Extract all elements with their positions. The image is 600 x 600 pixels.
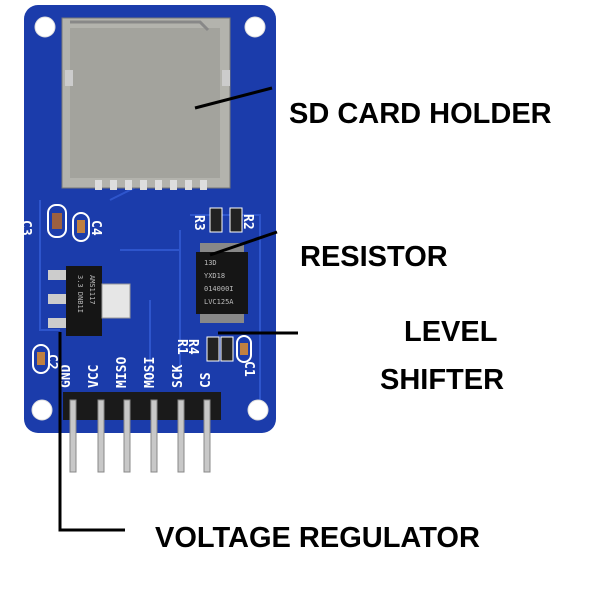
annotation-resistor: RESISTOR [300, 241, 448, 273]
label-r2: R2 [240, 214, 255, 230]
voltage-regulator: AMS1117 3.3 DNB1I [48, 266, 131, 336]
annotation-sd-card-holder: SD CARD HOLDER [289, 98, 552, 130]
chip-marking: 13D [204, 259, 217, 267]
pin-label-vcc: VCC [87, 365, 102, 388]
pin-label-sck: SCK [171, 364, 186, 388]
pin-header [63, 392, 221, 473]
leader-lines [58, 86, 298, 532]
label-c1: C1 [241, 361, 256, 377]
annotation-voltage-regulator: VOLTAGE REGULATOR [155, 522, 480, 554]
chip-marking: LVC125A [204, 298, 234, 306]
resistor-r1 [220, 336, 234, 362]
chip-marking: YXD18 [204, 272, 225, 280]
mounting-hole [31, 16, 269, 421]
capacitor-c2 [32, 344, 50, 374]
label-r4: R4 [185, 339, 200, 355]
pin-label-cs: CS [199, 372, 214, 388]
pin-label-miso: MISO [115, 357, 130, 388]
capacitor-c3 [47, 204, 67, 238]
resistor-r4 [206, 336, 220, 362]
sd-card-holder [61, 17, 231, 190]
annotation-shifter: SHIFTER [380, 364, 504, 396]
pin-labels: GND VCC MISO MOSI SCK CS [59, 357, 214, 388]
pin-label-mosi: MOSI [143, 357, 158, 388]
label-c4: C4 [88, 220, 103, 236]
regulator-marking: AMS1117 [88, 275, 96, 305]
leader-sd-card-holder [194, 86, 273, 110]
label-r3: R3 [191, 215, 206, 231]
pin-label-gnd: GND [59, 364, 74, 388]
resistor-r2 [229, 207, 243, 233]
level-shifter-chip: 13D YXD18 014000I LVC125A [196, 243, 248, 323]
leader-voltage-regulator [58, 332, 125, 532]
label-c2: C2 [44, 354, 59, 370]
capacitor-c4 [72, 212, 90, 242]
chip-marking: 014000I [204, 285, 234, 293]
label-c3: C3 [18, 220, 33, 236]
label-r1: R1 [174, 339, 189, 355]
regulator-marking: 3.3 DNB1I [76, 275, 84, 313]
leader-resistor [209, 230, 278, 257]
resistor-r3 [209, 207, 223, 233]
capacitor-c1 [236, 335, 252, 363]
annotation-level: LEVEL [404, 316, 497, 348]
